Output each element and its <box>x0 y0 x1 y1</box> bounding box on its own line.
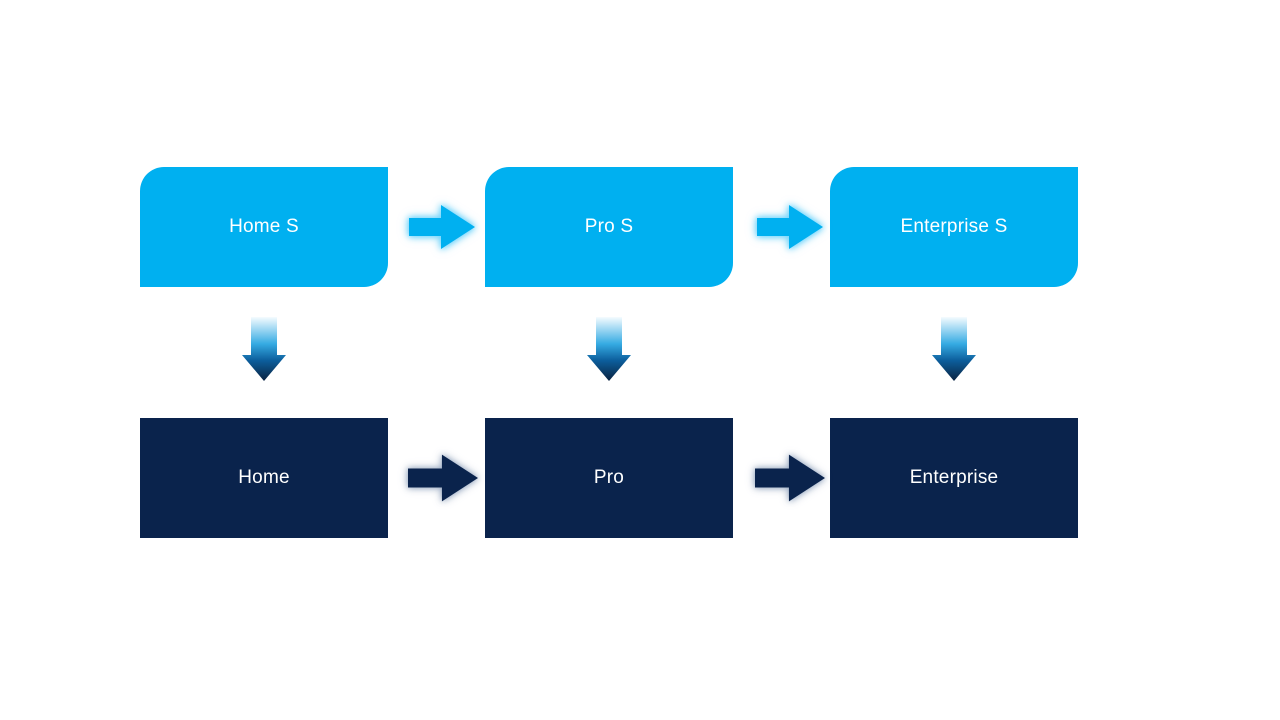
right-arrow-icon <box>408 454 478 502</box>
node-enterprise-s: Enterprise S <box>830 167 1078 287</box>
node-home-s: Home S <box>140 167 388 287</box>
down-arrow-icon <box>932 317 976 381</box>
node-label: Home <box>238 467 290 488</box>
right-arrow-icon <box>755 454 825 502</box>
node-label: Pro <box>593 467 625 488</box>
node-label: Home S <box>229 216 299 237</box>
right-arrow-icon <box>409 205 475 249</box>
node-label: Pro S <box>584 216 634 237</box>
node-pro-s: Pro S <box>485 167 733 287</box>
node-label: Enterprise S <box>900 216 1008 237</box>
down-arrow-icon <box>242 317 286 381</box>
node-label: Enterprise <box>909 467 999 488</box>
down-arrow-icon <box>587 317 631 381</box>
node-home: Home <box>140 418 388 538</box>
node-pro: Pro <box>485 418 733 538</box>
right-arrow-icon <box>757 205 823 249</box>
node-enterprise: Enterprise <box>830 418 1078 538</box>
